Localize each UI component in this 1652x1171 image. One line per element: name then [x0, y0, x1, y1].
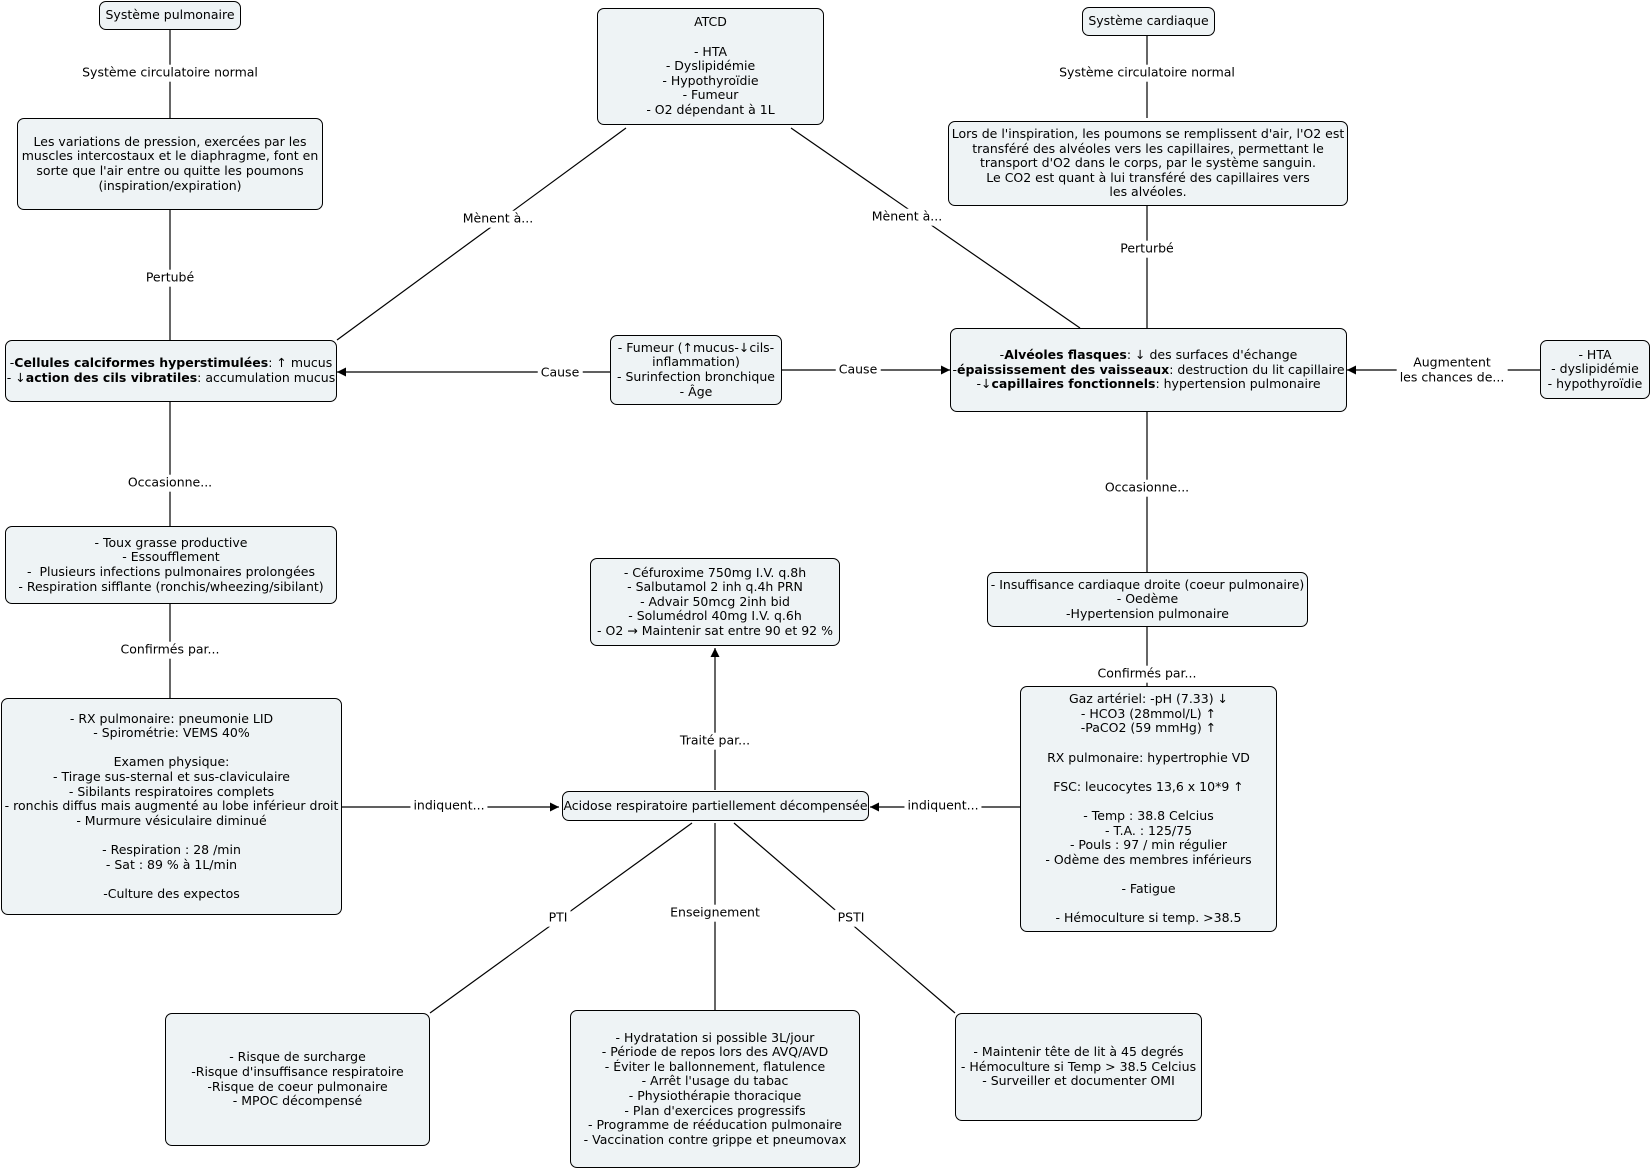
link-label-pti: PTI — [545, 909, 571, 927]
node-examens-pulmonaires[interactable]: - RX pulmonaire: pneumonie LID - Spiromé… — [1, 698, 342, 915]
link-label-menent-right: Mènent à... — [868, 208, 946, 226]
node-cardiaque-normal[interactable]: Lors de l'inspiration, les poumons se re… — [948, 121, 1348, 206]
node-pulmonaire-normal[interactable]: Les variations de pression, exercées par… — [17, 118, 323, 210]
link-label-occasionne-pulm: Occasionne... — [124, 474, 216, 492]
link-label-confirmes-pulm: Confirmés par... — [117, 641, 223, 659]
link-label-perturbe-card: Perturbé — [1117, 240, 1177, 258]
link-line — [790, 127, 1081, 329]
link-label-augmentent: Augmentent les chances de... — [1396, 354, 1508, 386]
link-label-menent-left: Mènent à... — [459, 210, 537, 228]
link-label-normal-card: Système circulatoire normal — [1056, 64, 1238, 82]
link-label-normal-pulm: Système circulatoire normal — [79, 64, 261, 82]
link-label-enseignement: Enseignement — [667, 904, 763, 922]
node-symptomes-pulmonaires[interactable]: - Toux grasse productive - Essoufflement… — [5, 526, 337, 604]
link-label-cause-right: Cause — [835, 361, 881, 379]
link-label-cause-left: Cause — [537, 364, 583, 382]
node-causes[interactable]: - Fumeur (↑mucus-↓cils- inflammation) - … — [610, 335, 782, 405]
node-psti[interactable]: - Maintenir tête de lit à 45 degrés - Hé… — [955, 1013, 1202, 1121]
link-label-perturbe-pulm: Pertubé — [142, 269, 198, 287]
node-symptomes-cardiaques[interactable]: - Insuffisance cardiaque droite (coeur p… — [987, 572, 1308, 627]
node-cellules-calciformes[interactable]: -Cellules calciformes hyperstimulées: ↑ … — [5, 340, 337, 402]
link-label-confirmes-card: Confirmés par... — [1094, 665, 1200, 683]
link-label-occasionne-card: Occasionne... — [1101, 479, 1193, 497]
link-line — [336, 127, 627, 341]
node-facteurs-risque[interactable]: - HTA - dyslipidémie - hypothyroïdie — [1540, 340, 1650, 399]
node-systeme-cardiaque[interactable]: Système cardiaque — [1082, 7, 1215, 36]
node-pti[interactable]: - Risque de surcharge -Risque d'insuffis… — [165, 1013, 430, 1146]
link-label-traite: Traité par... — [676, 732, 754, 750]
node-traitement[interactable]: - Céfuroxime 750mg I.V. q.8h - Salbutamo… — [590, 558, 840, 646]
node-alveoles[interactable]: -Alvéoles flasques: ↓ des surfaces d'éch… — [950, 328, 1347, 412]
node-examens-cardiaques[interactable]: Gaz artériel: -pH (7.33) ↓ - HCO3 (28mmo… — [1020, 686, 1277, 932]
node-atcd[interactable]: ATCD - HTA - Dyslipidémie - Hypothyroïdi… — [597, 8, 824, 125]
node-enseignement[interactable]: - Hydratation si possible 3L/jour - Péri… — [570, 1010, 860, 1168]
node-acidose-respiratoire[interactable]: Acidose respiratoire partiellement décom… — [562, 791, 869, 821]
link-label-indiquent-left: indiquent... — [410, 797, 488, 815]
link-label-psti: PSTI — [834, 909, 868, 927]
node-systeme-pulmonaire[interactable]: Système pulmonaire — [99, 1, 241, 30]
link-label-indiquent-right: indiquent... — [904, 797, 982, 815]
